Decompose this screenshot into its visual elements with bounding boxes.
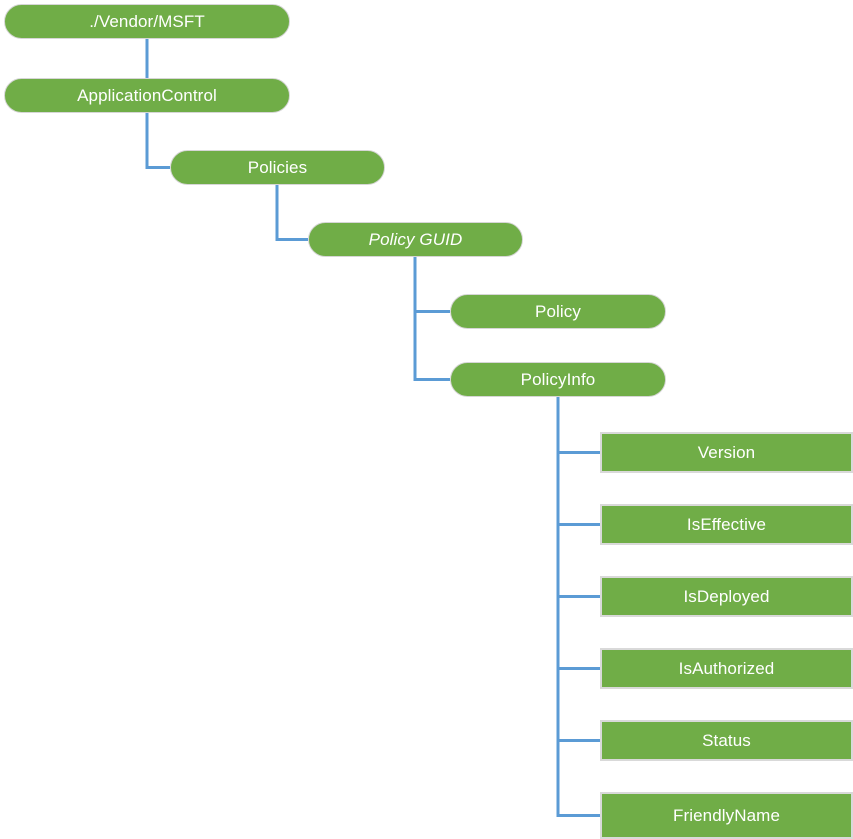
node-policies[interactable]: Policies [170,150,385,185]
node-label-is-deployed: IsDeployed [683,587,770,606]
node-status[interactable]: Status [600,720,853,761]
connector-applicationcontrol-to-policies [145,113,170,169]
node-label-version: Version [697,443,756,462]
connector-policyinfo-to-version [556,397,600,454]
node-label-friendly-name: FriendlyName [672,806,780,825]
node-policy[interactable]: Policy [450,294,666,329]
connector-policyinfo-to-friendlyname [556,397,600,817]
node-label-vendor-msft: ./Vendor/MSFT [89,12,205,31]
node-policy-guid[interactable]: Policy GUID [308,222,523,257]
connector-policyguid-to-policy [413,257,450,313]
node-version[interactable]: Version [600,432,853,473]
node-friendly-name[interactable]: FriendlyName [600,792,853,839]
connector-policyguid-to-policyinfo [413,257,450,381]
node-application-control[interactable]: ApplicationControl [4,78,290,113]
node-label-application-control: ApplicationControl [77,86,217,105]
connector-policyinfo-to-iseffective [556,397,600,526]
connector-policyinfo-to-status [556,397,600,742]
node-label-is-authorized: IsAuthorized [678,659,775,678]
connector-policyinfo-to-isauthorized [556,397,600,670]
node-is-effective[interactable]: IsEffective [600,504,853,545]
node-label-status: Status [702,731,751,750]
node-label-policies: Policies [247,158,308,177]
node-label-is-effective: IsEffective [686,515,767,534]
node-label-policy: Policy [535,302,581,321]
node-policy-info[interactable]: PolicyInfo [450,362,666,397]
node-is-deployed[interactable]: IsDeployed [600,576,853,617]
node-vendor-msft[interactable]: ./Vendor/MSFT [4,4,290,39]
connector-policies-to-policyguid [275,185,308,241]
connector-policyinfo-to-isdeployed [556,397,600,598]
node-label-policy-info: PolicyInfo [520,370,596,389]
node-label-policy-guid: Policy GUID [368,230,463,249]
node-is-authorized[interactable]: IsAuthorized [600,648,853,689]
